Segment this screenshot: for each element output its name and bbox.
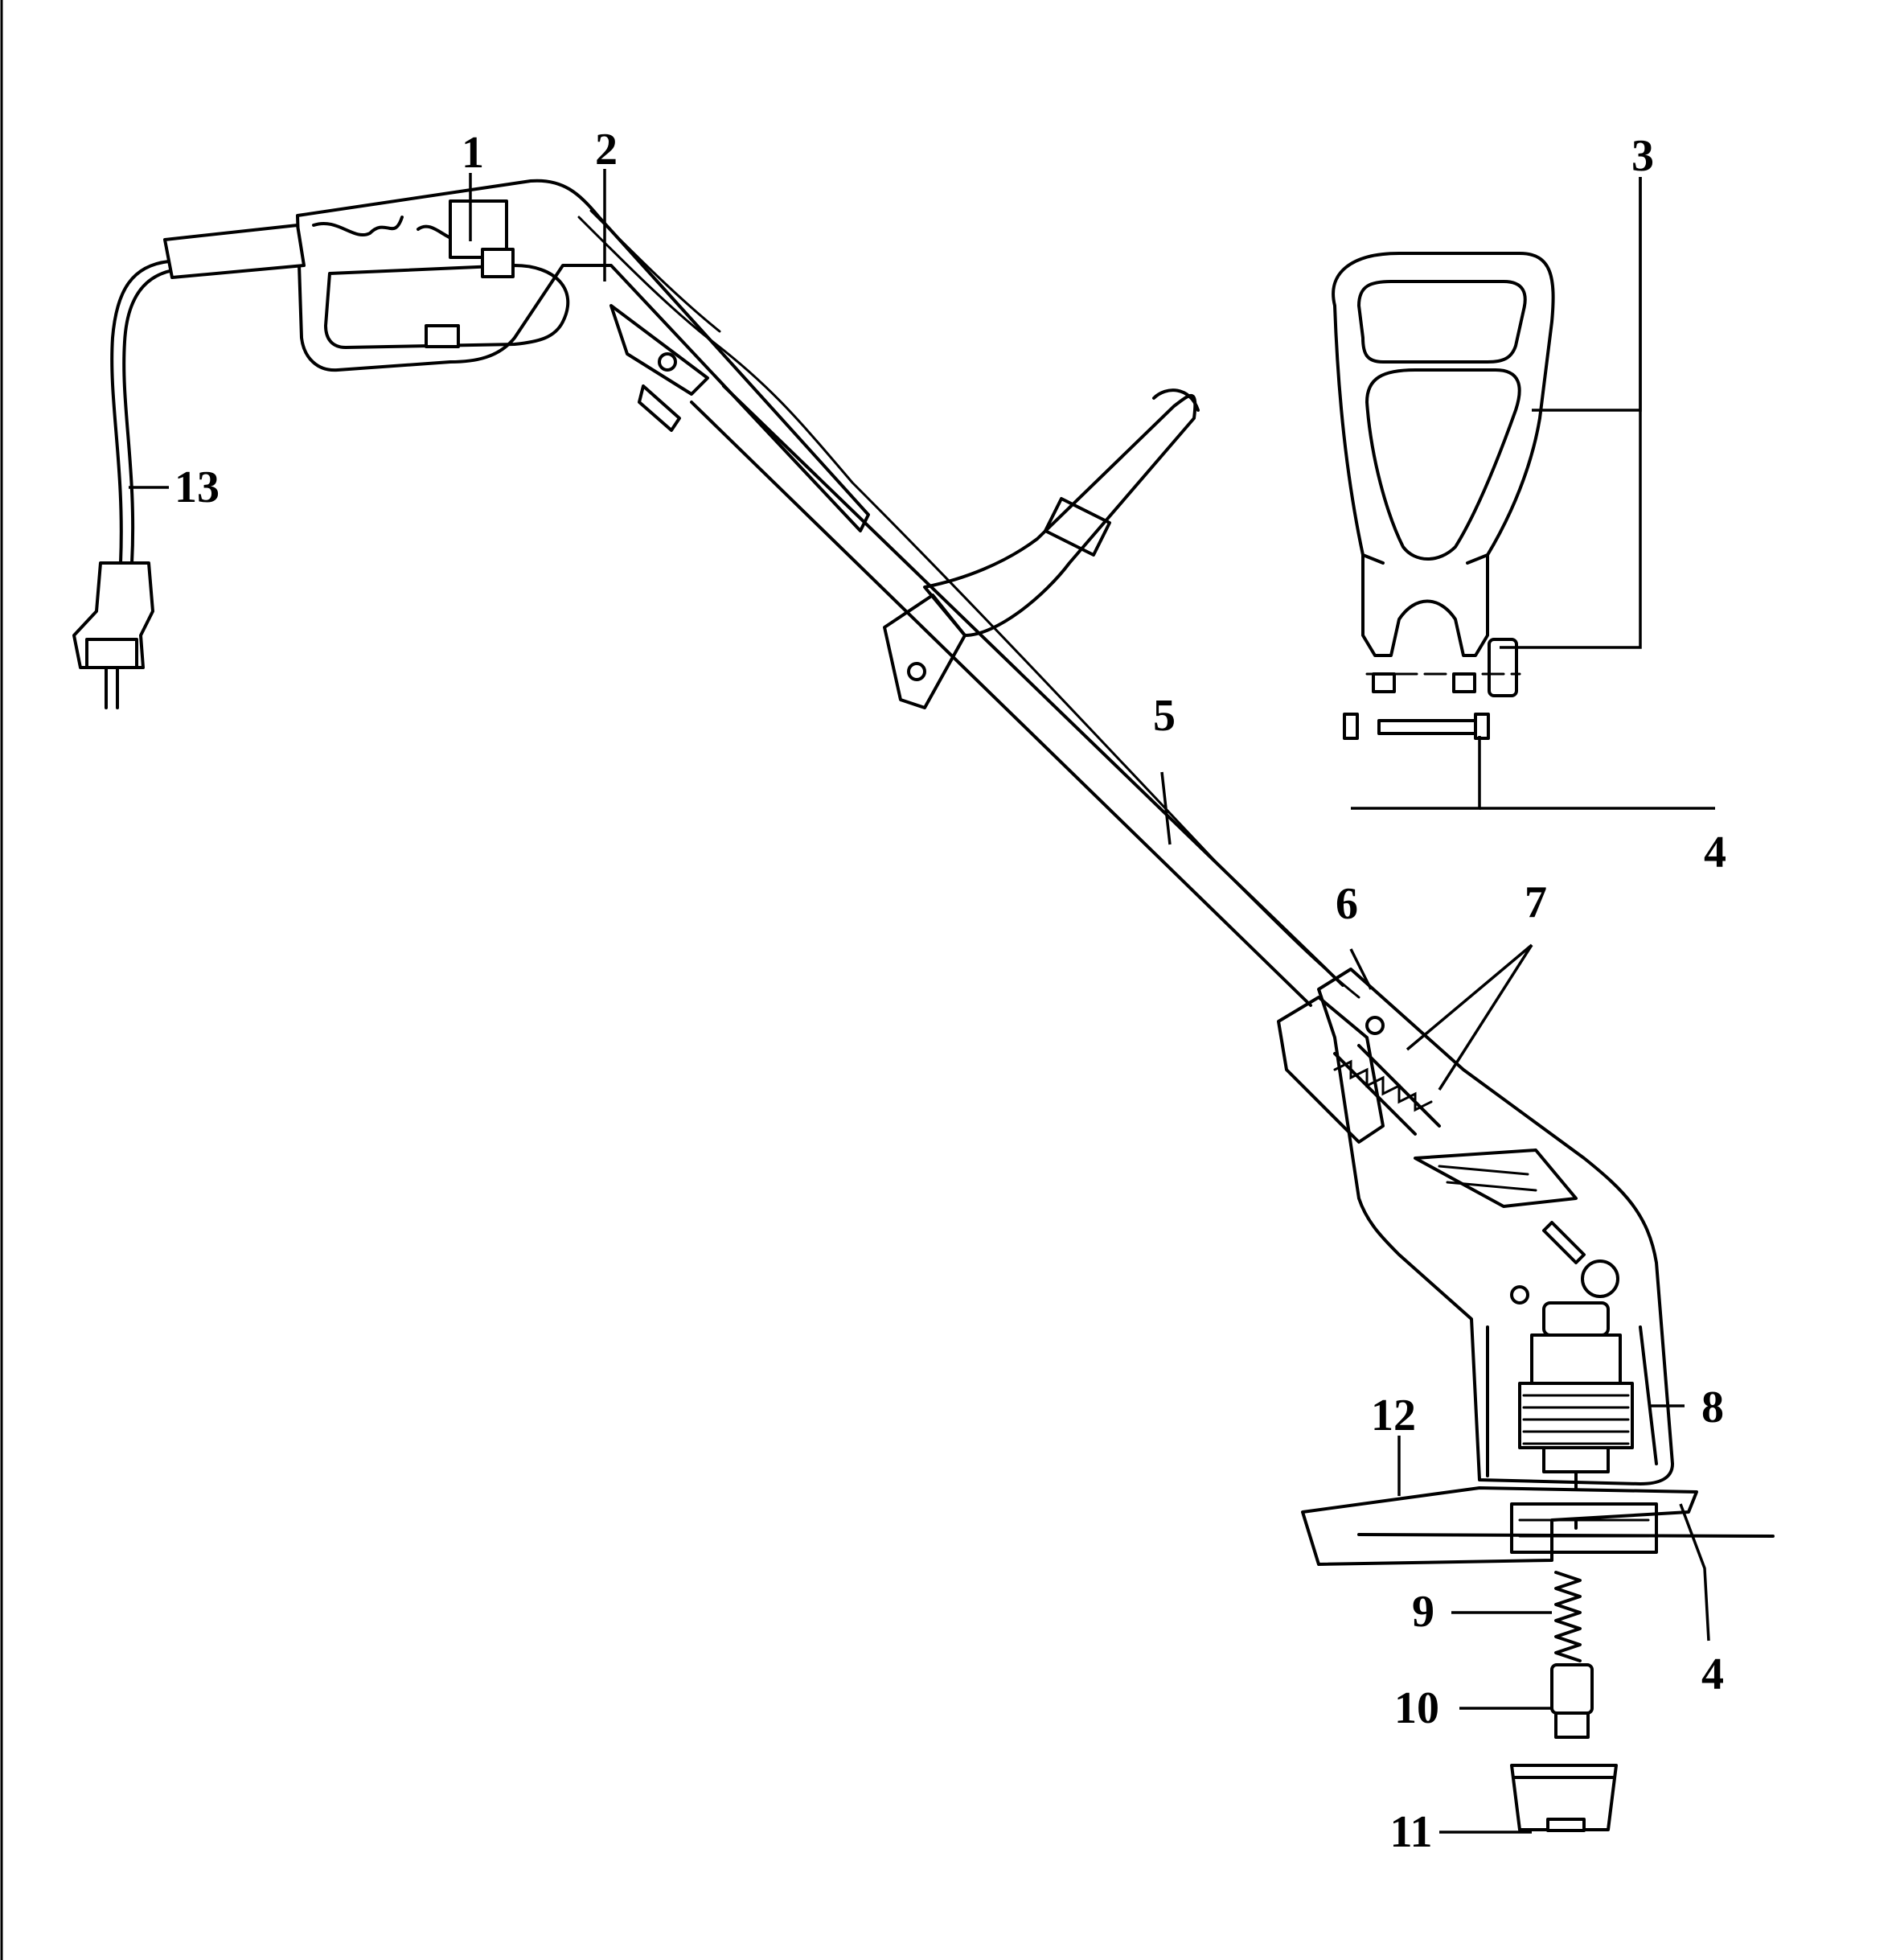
spring-coil [1333,1059,1433,1112]
leader-lines [129,169,1715,1834]
shaft [577,209,1360,1007]
callout-4-lower: 4 [1701,1650,1724,1699]
callout-6: 6 [1336,879,1358,929]
callout-4-upper: 4 [1704,828,1726,877]
callout-2: 2 [595,125,618,175]
plug-icon [72,561,154,709]
spool [1550,1663,1594,1739]
power-cord [110,260,180,565]
spring [1554,1571,1582,1662]
callout-3: 3 [1631,131,1654,181]
auxiliary-handle [883,388,1200,709]
front-handle-part [1332,252,1555,697]
callout-9: 9 [1412,1587,1434,1637]
motor-housing [1277,968,1674,1485]
callout-10: 10 [1394,1683,1439,1733]
callout-12: 12 [1371,1391,1416,1440]
bolt-and-nut [1343,713,1490,740]
callouts: 1 2 3 4 5 6 7 8 12 4 9 10 11 13 [174,125,1726,1857]
callout-13: 13 [174,462,220,512]
callout-7: 7 [1525,877,1547,927]
upper-handle [163,179,870,532]
callout-1: 1 [462,128,484,178]
callout-8: 8 [1701,1383,1724,1432]
guard [1301,1486,1775,1566]
spool-cap [1510,1764,1618,1832]
callout-11: 11 [1390,1807,1433,1857]
callout-5: 5 [1153,691,1176,741]
